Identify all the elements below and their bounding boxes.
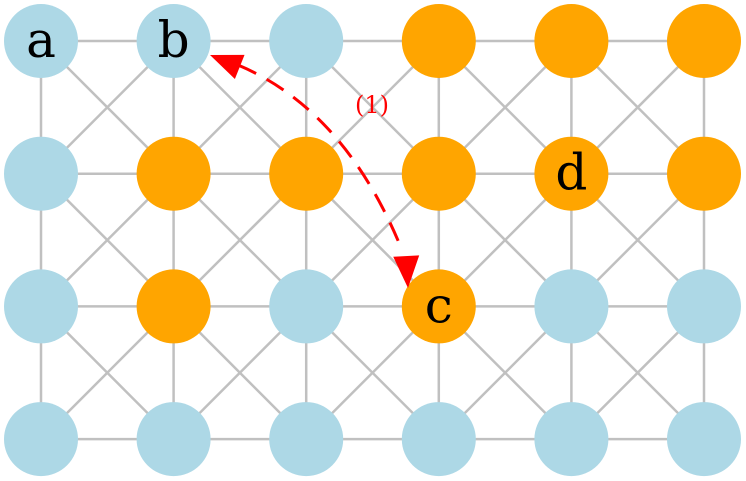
annotation-layer: (1) (210, 54, 420, 288)
grid-node-blue (4, 4, 78, 78)
grid-node-orange (401, 269, 476, 344)
grid-node-orange (534, 136, 609, 211)
grid-node-orange (667, 4, 741, 78)
swap-annotation-label: (1) (355, 91, 389, 119)
grid-node-blue (667, 402, 741, 477)
grid-node-blue (401, 402, 476, 477)
grid-node-blue (269, 402, 344, 477)
arrowhead-c (393, 255, 420, 288)
labels-layer: a b c d (26, 11, 587, 334)
grid-node-blue (136, 4, 211, 78)
grid-node-blue (534, 402, 609, 477)
grid-node-blue (269, 4, 344, 78)
node-label-a: a (26, 11, 56, 69)
grid-node-blue (4, 136, 78, 211)
grid-node-blue (136, 402, 211, 477)
node-label-c: c (425, 276, 453, 334)
grid-node-orange (401, 136, 476, 211)
grid-node-blue (269, 269, 344, 344)
grid-node-orange (136, 136, 211, 211)
nodes-layer (4, 4, 741, 477)
arrowhead-b (210, 54, 245, 79)
grid-node-blue (4, 402, 78, 477)
grid-node-orange (667, 136, 741, 211)
grid-node-orange (136, 269, 211, 344)
grid-node-orange (269, 136, 344, 211)
grid-node-orange (401, 4, 476, 78)
node-label-d: d (555, 144, 587, 202)
grid-node-blue (4, 269, 78, 344)
grid-node-blue (667, 269, 741, 344)
node-label-b: b (158, 11, 190, 69)
grid-node-orange (534, 4, 609, 78)
grid-node-blue (534, 269, 609, 344)
